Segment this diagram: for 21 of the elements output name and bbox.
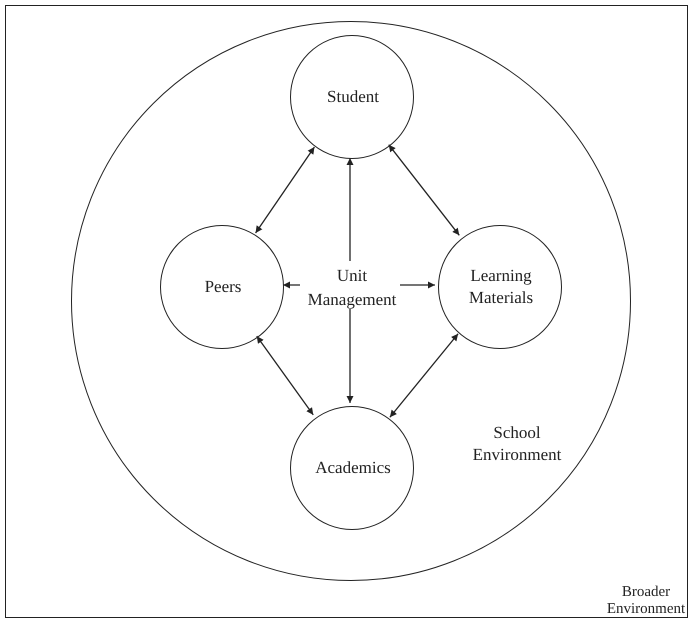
double-arrow — [255, 146, 315, 234]
environment-label: Broader Environment — [606, 584, 686, 618]
arrow — [283, 282, 300, 288]
arrow — [346, 158, 354, 261]
entity-circle — [290, 406, 414, 530]
center-label: Unit Management — [306, 265, 398, 311]
entity-label: Academics — [314, 457, 392, 479]
arrow — [346, 309, 354, 403]
entity-circle — [160, 225, 284, 349]
double-arrow — [256, 336, 314, 416]
arrow — [400, 282, 435, 288]
entity-circle — [290, 35, 414, 159]
outer-frame — [5, 5, 688, 618]
environment-label: School Environment — [472, 422, 562, 466]
entity-label: Learning Materials — [468, 265, 534, 309]
entity-circle — [438, 225, 562, 349]
environment-circle — [71, 21, 631, 581]
double-arrow — [388, 144, 460, 236]
double-arrow — [389, 333, 459, 418]
entity-label: Peers — [204, 276, 242, 298]
entity-label: Student — [326, 86, 380, 108]
